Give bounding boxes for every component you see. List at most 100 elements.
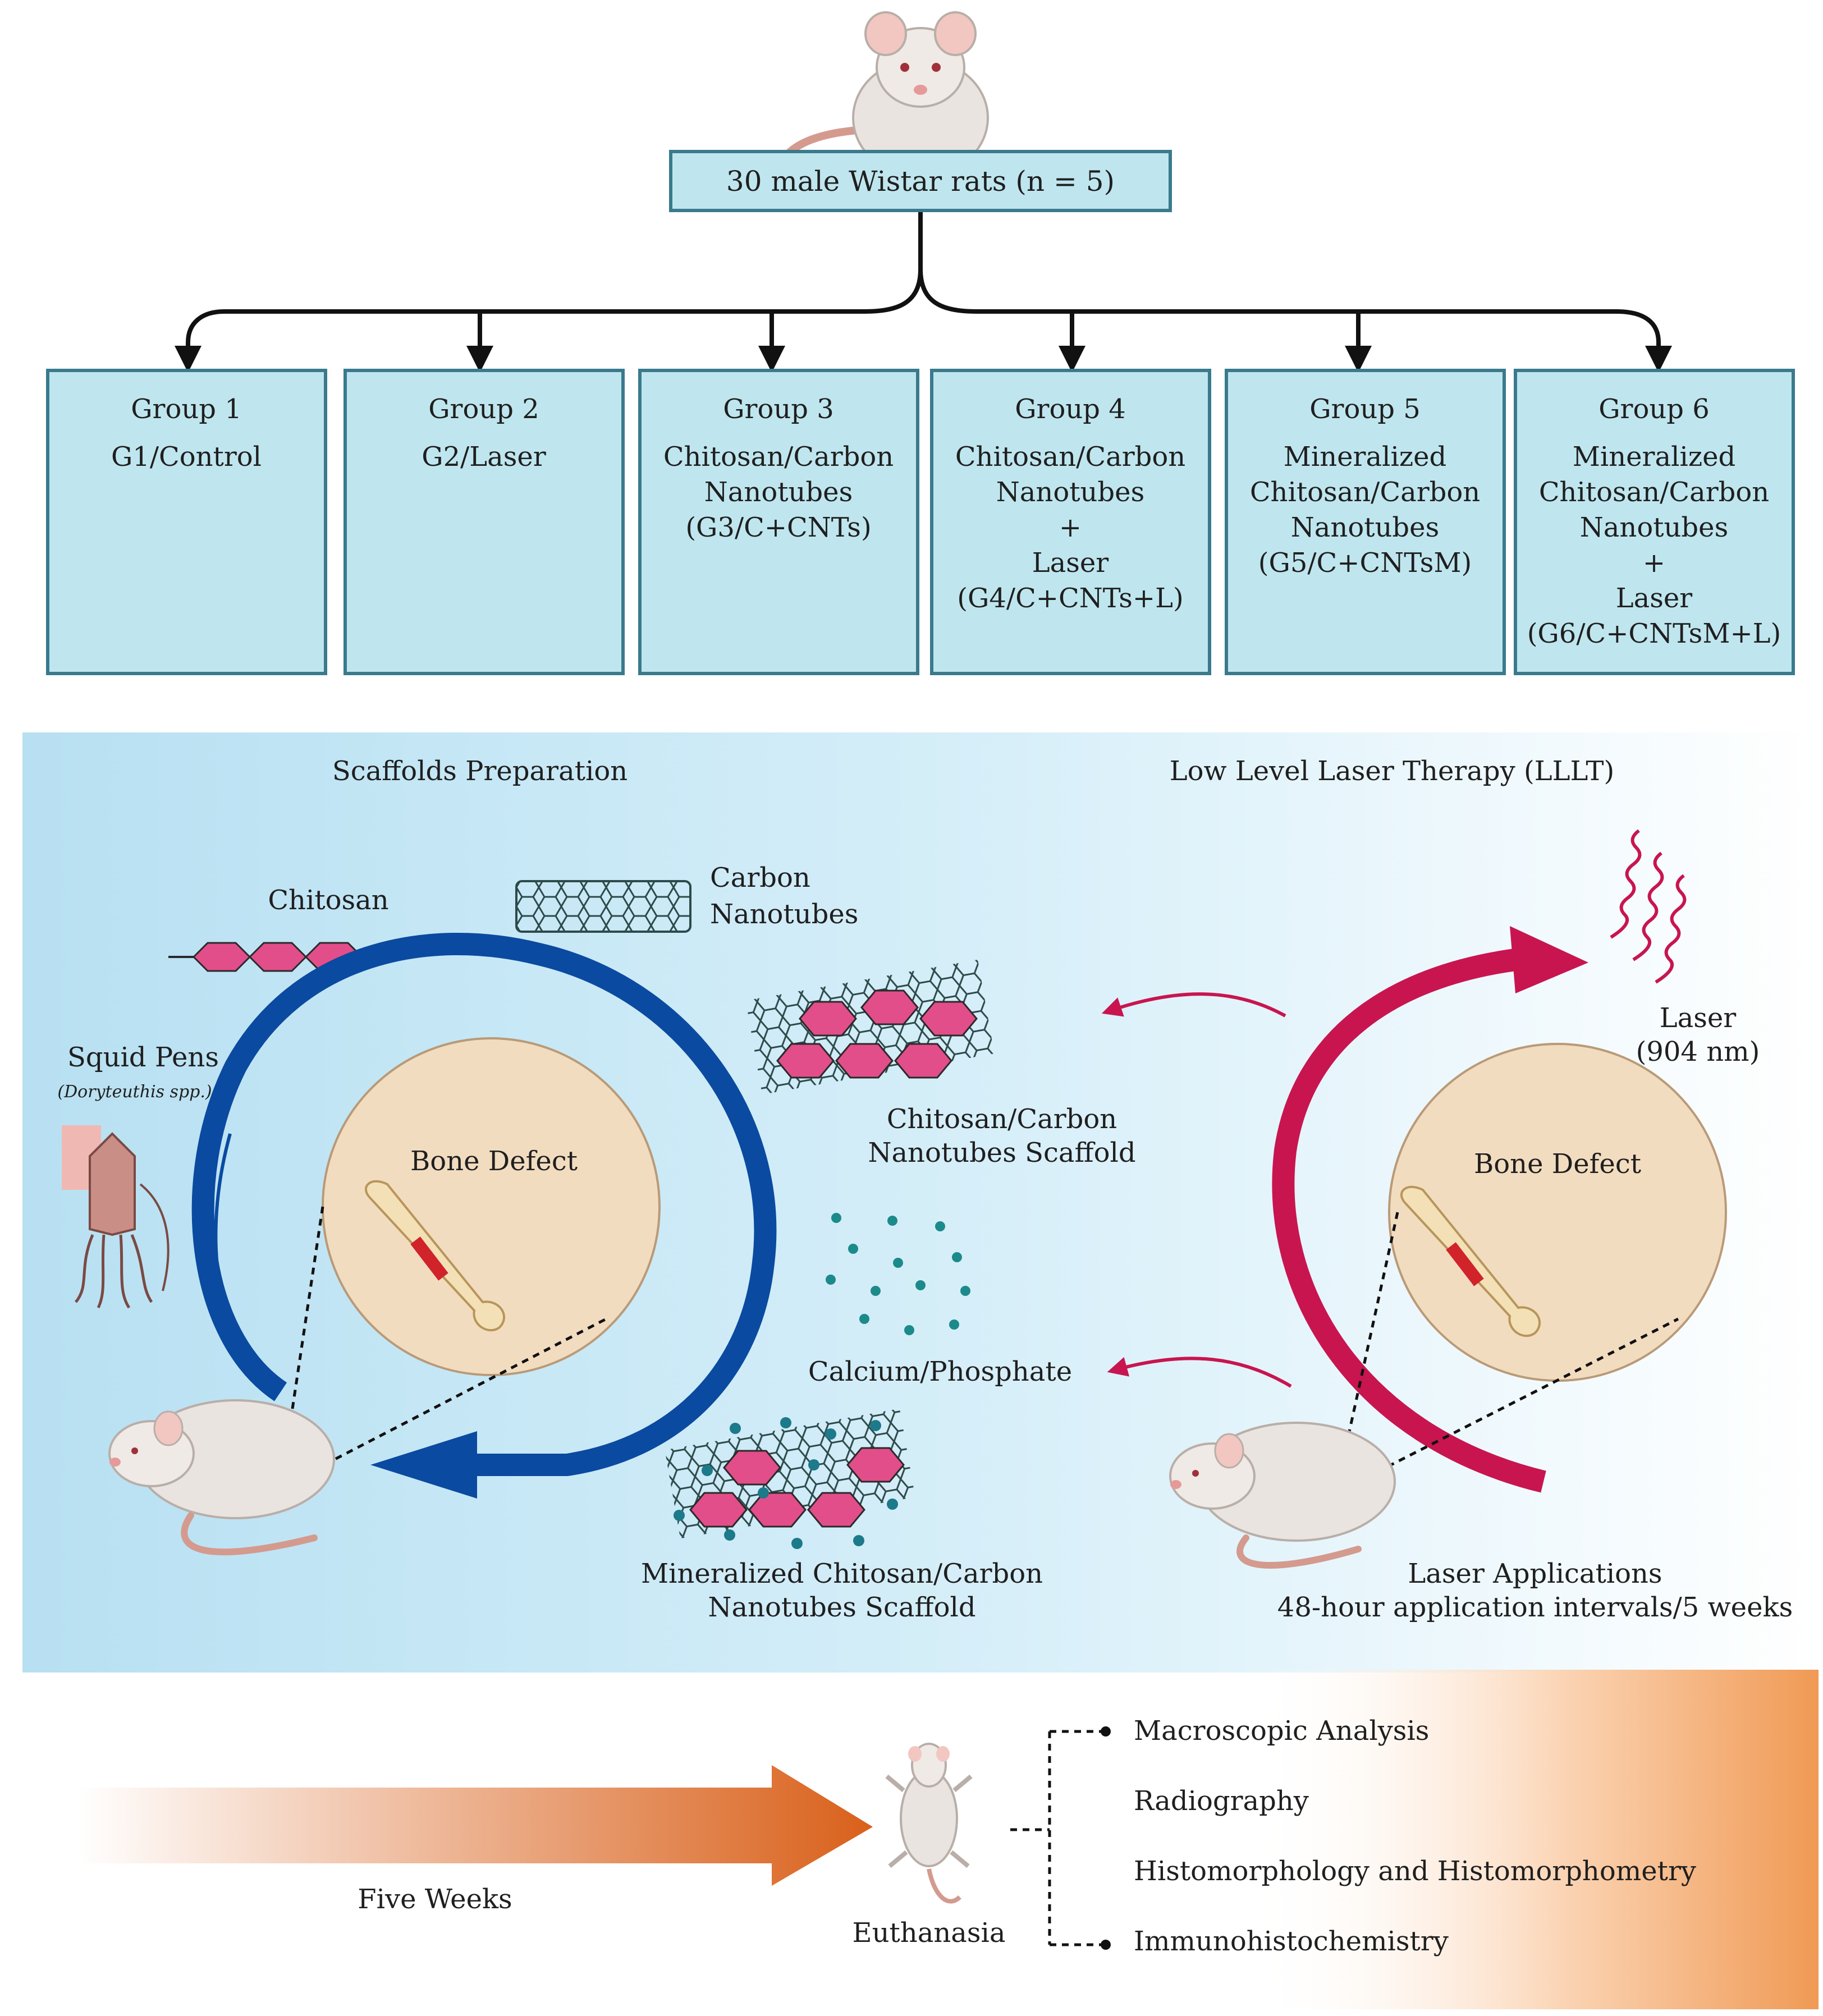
- laser-applications-label: Laser Applications: [1408, 1558, 1662, 1589]
- laser-to-mineralized-arrow: [1107, 1357, 1292, 1388]
- group-line: Nanotubes: [1291, 512, 1439, 543]
- laser-label-1: Laser: [1660, 1002, 1737, 1034]
- mineral-dot: [826, 1275, 836, 1285]
- mineral-dot: [887, 1499, 898, 1510]
- mineral-dot: [848, 1244, 858, 1254]
- euthanasia-label: Euthanasia: [853, 1917, 1006, 1949]
- bone-defect-label-right: Bone Defect: [1474, 1148, 1641, 1180]
- mineral-dot: [674, 1510, 685, 1521]
- mineral-dot: [904, 1325, 914, 1335]
- group-title: Group 3: [723, 393, 834, 425]
- group-line: (G3/C+CNTs): [685, 512, 871, 543]
- mineral-dot: [853, 1535, 864, 1546]
- mineral-dot: [758, 1487, 769, 1499]
- laser-wave-icon: [1610, 829, 1687, 984]
- five-weeks-label: Five Weeks: [358, 1884, 512, 1915]
- group-line: G1/Control: [111, 441, 262, 473]
- calcium-phosphate-dots: [826, 1213, 970, 1335]
- group-line: Chitosan/Carbon: [663, 441, 894, 473]
- group-box: [930, 369, 1211, 675]
- scaffolds-heading: Scaffolds Preparation: [332, 755, 627, 787]
- analysis-macroscopic: Macroscopic Analysis: [1134, 1715, 1429, 1747]
- group-line: Nanotubes: [1580, 512, 1728, 543]
- mineralized-label-1: Mineralized Chitosan/Carbon: [641, 1558, 1043, 1589]
- laser-cycle-arrow: [1272, 926, 1588, 1493]
- group-box: [1225, 369, 1506, 675]
- analysis-histomorphology: Histomorphology and Histomorphometry: [1134, 1855, 1696, 1887]
- carbon-label-2: Nanotubes: [710, 899, 858, 930]
- carbon-label-1: Carbon: [710, 862, 810, 894]
- squid-icon: [62, 1125, 170, 1309]
- mineral-dot: [915, 1280, 926, 1290]
- group-line: Laser: [1616, 583, 1693, 614]
- cohort-box: [669, 150, 1172, 212]
- femur-icon: [365, 1180, 506, 1332]
- mineral-dot: [730, 1423, 741, 1434]
- squid-species-label: (Doryteuthis spp.): [57, 1082, 212, 1102]
- group-line: (G4/C+CNTs+L): [957, 583, 1183, 614]
- mineral-dot: [831, 1213, 841, 1223]
- group-title: Group 5: [1309, 393, 1421, 425]
- group-connectors: [175, 212, 1672, 373]
- group-line: (G6/C+CNTsM+L): [1527, 618, 1781, 649]
- five-weeks-arrow: [79, 1765, 873, 1886]
- squid-pens-label: Squid Pens: [67, 1042, 219, 1073]
- group-box: [46, 369, 327, 675]
- mineral-dot: [893, 1258, 903, 1268]
- group-title: Group 2: [428, 393, 539, 425]
- group-line: (G5/C+CNTsM): [1258, 547, 1472, 579]
- mineral-dot: [825, 1428, 836, 1440]
- bone-defect-label: Bone Defect: [410, 1146, 578, 1177]
- scaffold-label-1: Chitosan/Carbon: [887, 1103, 1117, 1135]
- analysis-immunohistochemistry: Immunohistochemistry: [1134, 1926, 1449, 1957]
- group-line: G2/Laser: [422, 441, 546, 473]
- mineral-dot: [791, 1538, 803, 1549]
- mineral-dot: [859, 1314, 869, 1324]
- mineral-dot: [724, 1529, 735, 1541]
- mineralized-label-2: Nanotubes Scaffold: [708, 1592, 975, 1623]
- analysis-bracket: [1010, 1726, 1111, 1950]
- mineral-dot: [949, 1319, 959, 1330]
- mineral-dot: [870, 1420, 881, 1431]
- group-line: Nanotubes: [704, 476, 853, 508]
- scaffold-network-icon: [745, 959, 995, 1095]
- laser-label-2: (904 nm): [1636, 1036, 1760, 1067]
- group-line: +: [1643, 547, 1665, 579]
- group-title: Group 6: [1598, 393, 1710, 425]
- mineral-dot: [871, 1286, 881, 1296]
- group-box: [638, 369, 919, 675]
- group-title: Group 1: [131, 393, 242, 425]
- mineral-dot: [808, 1459, 819, 1470]
- left-rat-icon: [108, 1399, 335, 1556]
- group-line: Mineralized: [1284, 441, 1447, 473]
- group-line: Laser: [1032, 547, 1109, 579]
- mineral-dot: [952, 1252, 962, 1262]
- group-line: Chitosan/Carbon: [1539, 476, 1769, 508]
- scaffold-label-2: Nanotubes Scaffold: [868, 1137, 1135, 1169]
- group-boxes: [46, 369, 1795, 675]
- mineral-dot: [960, 1286, 970, 1296]
- right-rat-icon: [1169, 1422, 1396, 1569]
- group-line: Chitosan/Carbon: [955, 441, 1185, 473]
- femur-icon-right: [1400, 1185, 1541, 1337]
- lllt-heading: Low Level Laser Therapy (LLLT): [1170, 755, 1614, 787]
- mineral-dots: [674, 1417, 898, 1549]
- mineral-dot: [887, 1216, 897, 1226]
- group-line: +: [1059, 512, 1082, 543]
- mineral-dot: [780, 1417, 791, 1428]
- group-line: Mineralized: [1573, 441, 1736, 473]
- analysis-radiography: Radiography: [1134, 1785, 1309, 1817]
- top-rat-icon: [775, 11, 989, 206]
- group-title: Group 4: [1015, 393, 1126, 425]
- group-line: Chitosan/Carbon: [1250, 476, 1480, 508]
- group-box: [1514, 369, 1795, 675]
- chitosan-label: Chitosan: [268, 885, 388, 916]
- application-intervals-label: 48-hour application intervals/5 weeks: [1277, 1592, 1793, 1623]
- euthanasia-rat-icon: [885, 1743, 973, 1904]
- carbon-nanotube-icon: [515, 880, 691, 933]
- group-text: Group 1 G1/Control Group 2 G2/Laser Group 3 C…: [111, 393, 1781, 649]
- laser-to-scaffold-arrow: [1101, 992, 1286, 1018]
- analysis-gradient: [1252, 1670, 1819, 2009]
- mineral-dot: [935, 1221, 945, 1231]
